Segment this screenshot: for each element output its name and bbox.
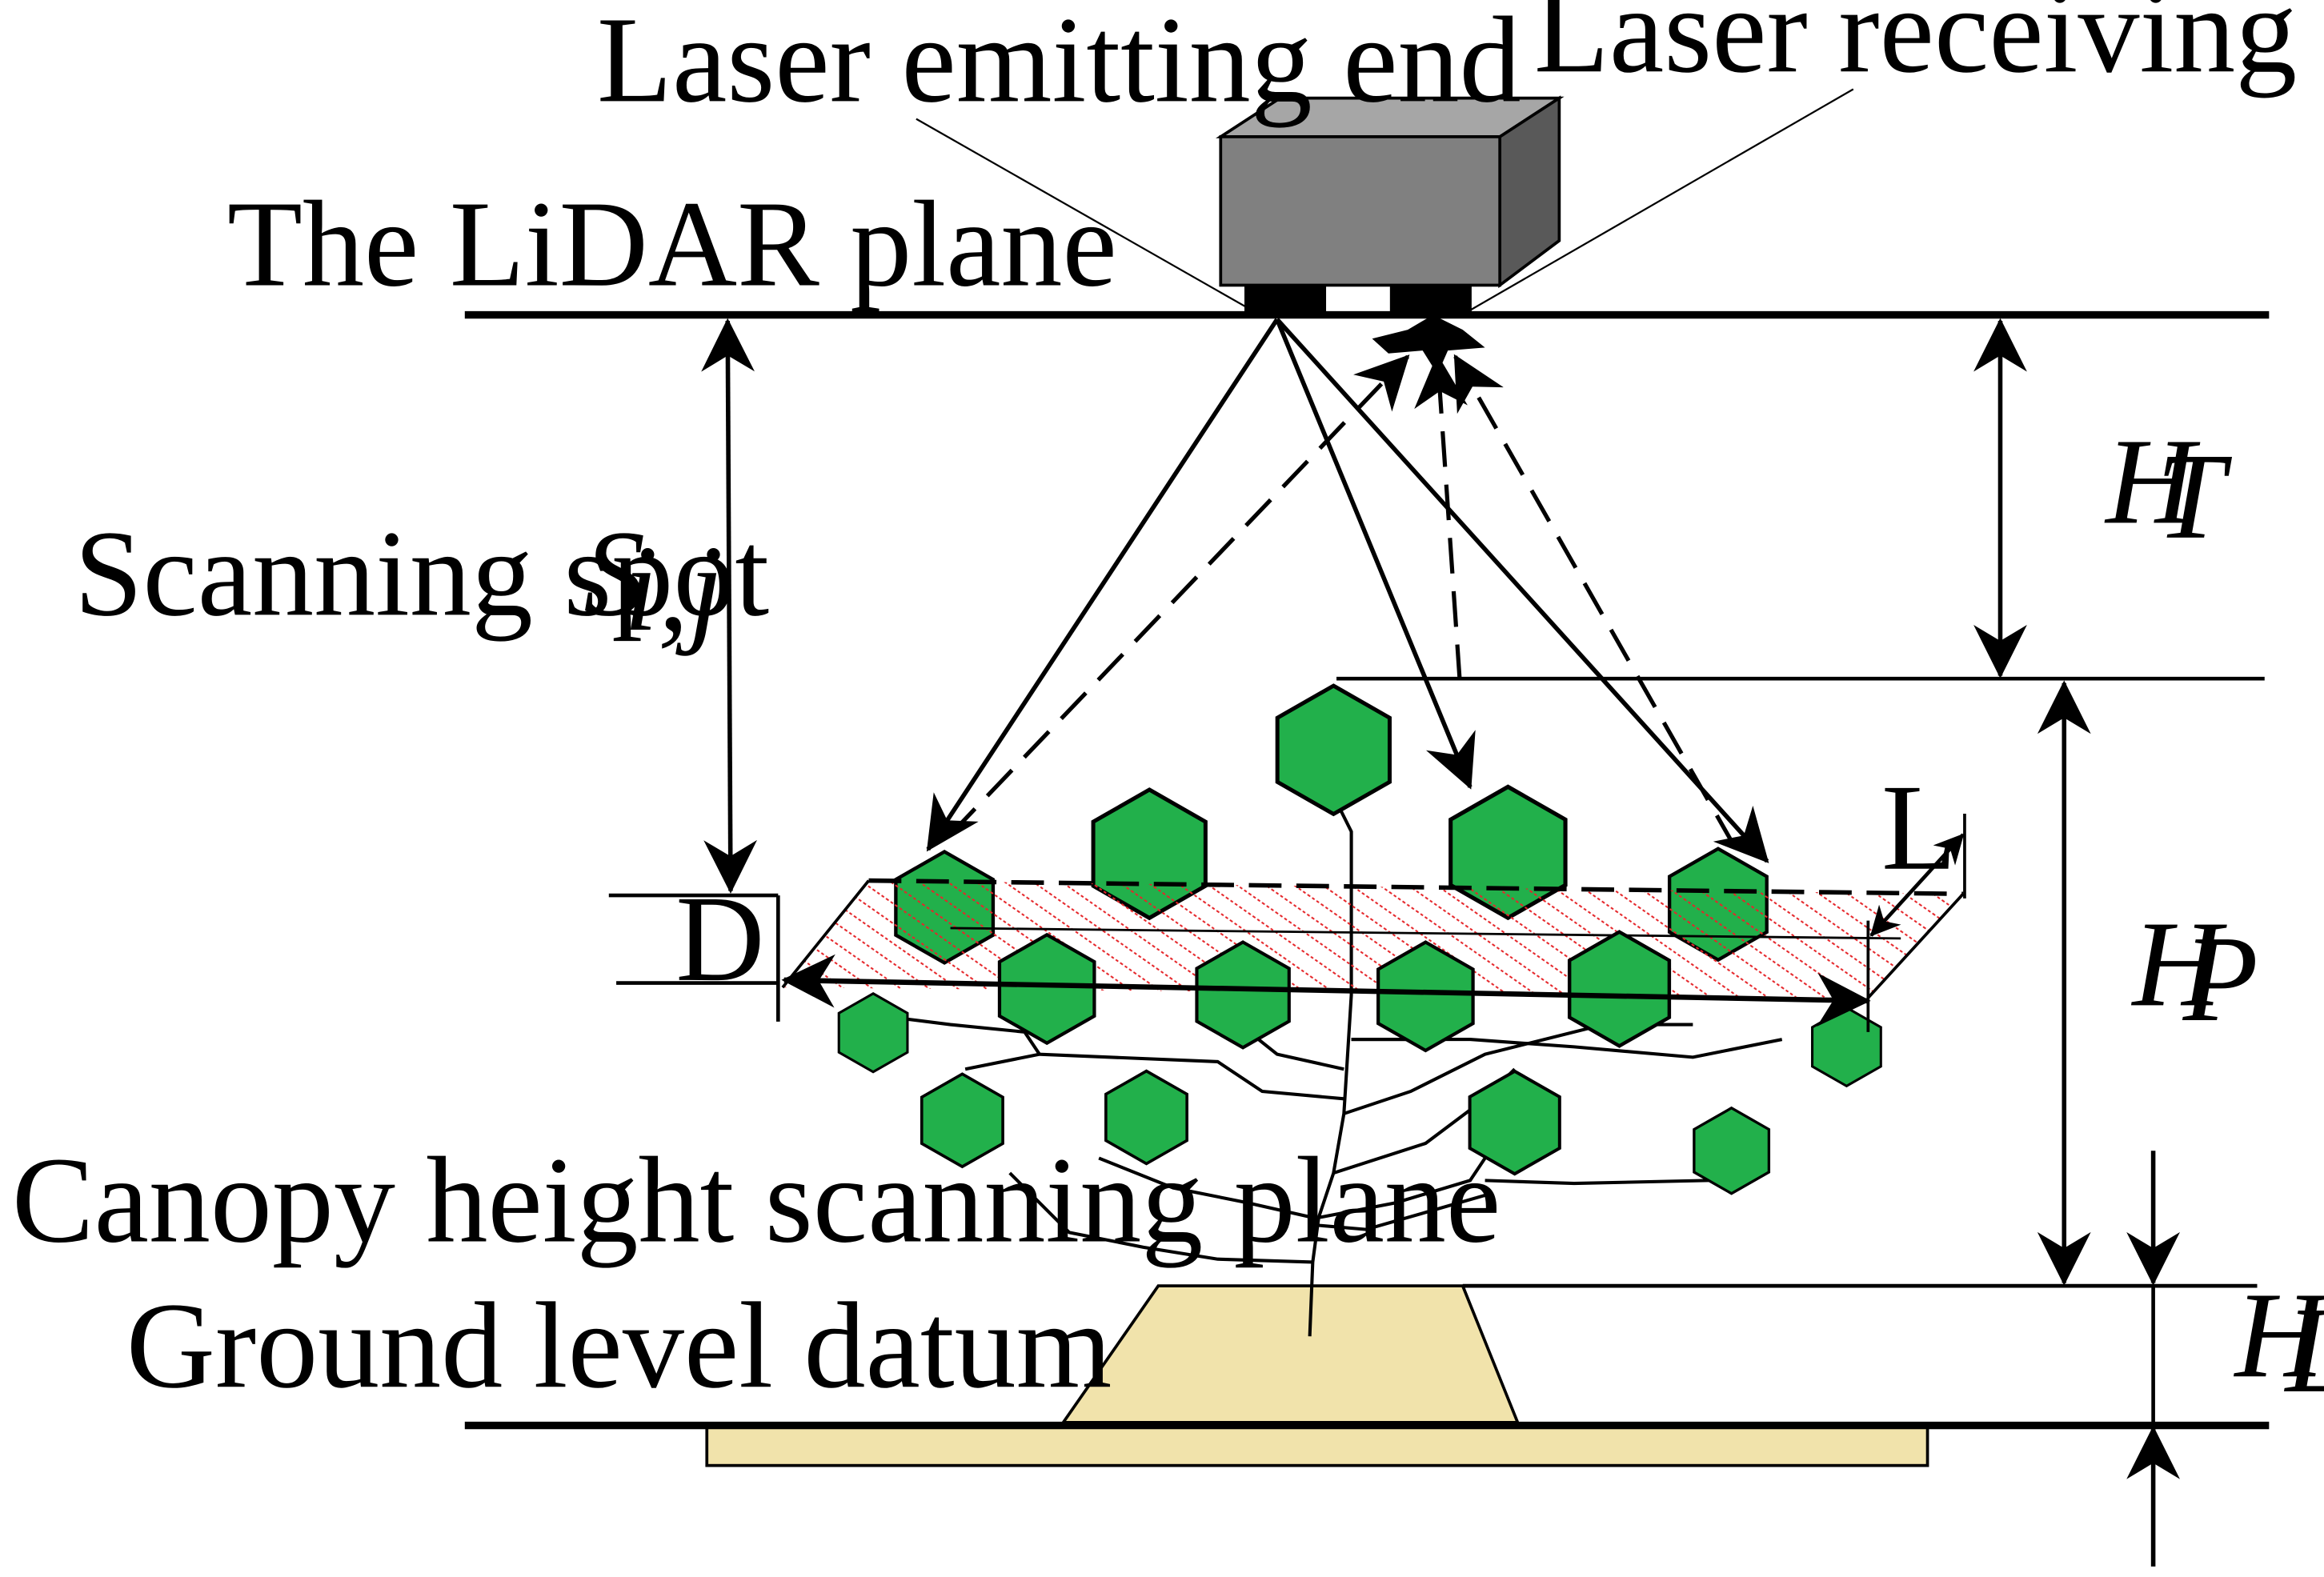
canopy-scan-plane	[782, 880, 1964, 999]
scanning-spot-arrow	[701, 318, 758, 894]
label-l: L	[1881, 760, 1957, 896]
leaf	[839, 994, 908, 1072]
soil-mound	[1060, 1284, 1521, 1424]
label-ht-symbol: H	[2104, 414, 2201, 550]
scan-plane-mid-edge	[950, 927, 1901, 940]
label-hp-symbol: H	[2131, 896, 2228, 1032]
label-lidar-plane: The LiDAR plane	[227, 176, 1117, 312]
emitter-leader-line	[916, 118, 1256, 313]
label-ground-datum: Ground level datum	[126, 1278, 1112, 1414]
scan-plane-front-edge	[781, 954, 1871, 1027]
receiver-leader-line	[1466, 88, 1854, 313]
label-scanning-spot-sub: i,j	[623, 521, 723, 657]
label-ht-sub: T	[2156, 429, 2232, 565]
label-hl-symbol: H	[2234, 1267, 2324, 1403]
label-scanning-spot-symbol: S	[583, 506, 645, 642]
lidar-sensor-box	[1216, 95, 1565, 289]
reflected-beams	[948, 354, 1737, 848]
label-scanning-spot: Scanning spot	[74, 506, 769, 642]
leaf	[1810, 1006, 1882, 1088]
label-emitting-end: Laser emitting end	[597, 0, 1521, 128]
label-d: D	[675, 871, 764, 1007]
l-dimension-arrow	[1869, 833, 1965, 937]
label-receiving-end: Laser receiving end	[1534, 0, 2324, 98]
scan-plane-back-edge	[868, 878, 1964, 897]
laser-receiver-pad	[1389, 285, 1472, 315]
laser-emitter-pad	[1244, 285, 1327, 315]
label-canopy-plane: Canopy height scanning plane	[12, 1132, 1501, 1268]
soil-base	[705, 1423, 1929, 1467]
leaf-top	[1277, 686, 1389, 814]
receiver-burst-icon	[1372, 314, 1485, 374]
label-hl-sub: L	[2284, 1283, 2324, 1419]
label-hp-sub: P	[2182, 911, 2258, 1047]
